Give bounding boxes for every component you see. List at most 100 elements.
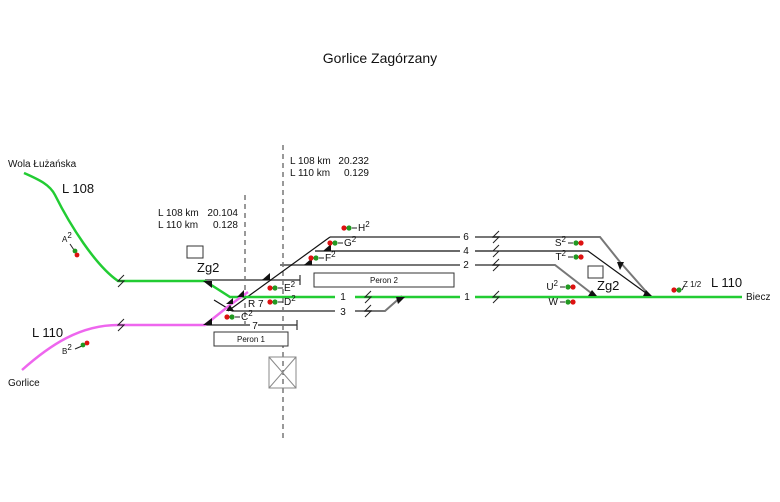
platform-1: Peron 1 xyxy=(213,331,289,347)
signal-label: T2 xyxy=(555,249,566,263)
platform-1-label: Peron 1 xyxy=(237,335,266,344)
track-number-4: 4 xyxy=(463,246,469,257)
signal-lamp-icon xyxy=(578,240,584,246)
signal-lamp-icon xyxy=(570,299,576,305)
track-number-1b: 1 xyxy=(464,292,470,303)
signal-lamp-icon xyxy=(267,299,273,305)
km-label: L 108 km xyxy=(158,208,199,219)
track-number-2: 2 xyxy=(463,260,469,271)
signal-lamp-icon xyxy=(573,240,579,246)
km-value: 20.104 xyxy=(207,208,238,219)
signal-u[interactable]: U2 xyxy=(546,279,576,293)
signal-h[interactable]: H2 xyxy=(341,220,370,234)
signal-box-icon xyxy=(587,265,604,279)
signal-lamp-icon xyxy=(671,287,677,293)
joint-icon xyxy=(116,274,126,288)
signal-lamp-icon xyxy=(313,255,319,261)
line-108-track[interactable] xyxy=(23,171,742,299)
signal-lamp-icon xyxy=(578,254,584,260)
post-zg2-right: Zg2 xyxy=(597,278,619,293)
line-label-l110-right: L 110 xyxy=(711,275,742,290)
signal-z[interactable]: Z 1/2 xyxy=(671,280,702,293)
signal-lamp-icon xyxy=(72,248,78,254)
km-label: L 110 km xyxy=(290,168,330,179)
line-label-l108: L 108 xyxy=(62,181,94,196)
signal-lamp-icon xyxy=(565,299,571,305)
signal-label: A2 xyxy=(62,231,72,244)
endpoint-biecz: Biecz xyxy=(746,292,770,303)
signal-e[interactable]: E2 xyxy=(267,280,296,294)
isolation-joints xyxy=(116,230,501,332)
signal-label: D2 xyxy=(284,294,296,308)
signal-w[interactable]: W xyxy=(549,297,576,308)
platform-2-label: Peron 2 xyxy=(370,276,399,285)
signal-lamp-icon xyxy=(80,342,86,348)
track-numbers: 6 4 2 1 1 3 7 xyxy=(252,232,470,332)
signal-lamp-icon xyxy=(327,240,333,246)
signal-lamp-icon xyxy=(332,240,338,246)
km-value: 0.129 xyxy=(344,168,369,179)
signal-lamp-icon xyxy=(565,284,571,290)
signal-label: E2 xyxy=(284,280,296,294)
line-110-track[interactable] xyxy=(21,290,249,371)
track-number-7: 7 xyxy=(252,321,258,332)
post-zg2-left: Zg2 xyxy=(197,260,219,275)
track-number-6: 6 xyxy=(463,232,469,243)
signal-lamp-icon xyxy=(570,284,576,290)
km-marker-1: L 108 km 20.104 L 110 km 0.128 xyxy=(158,208,238,231)
signal-lamp-icon xyxy=(229,314,235,320)
km-label: L 110 km xyxy=(158,220,198,231)
signal-s[interactable]: S2 xyxy=(555,235,584,249)
track-4[interactable] xyxy=(315,250,651,297)
signal-t[interactable]: T2 xyxy=(555,249,584,263)
level-crossing-icon xyxy=(268,356,297,389)
switch-markers xyxy=(203,244,652,325)
signal-label: G2 xyxy=(344,235,357,249)
joint-icon xyxy=(116,318,126,332)
signal-label: F2 xyxy=(325,250,336,264)
signal-box-icon xyxy=(186,245,204,259)
station-title: Gorlice Zagórzany xyxy=(323,50,437,66)
signal-lamp-icon xyxy=(267,285,273,291)
joint-icon xyxy=(491,244,501,258)
signal-lamp-icon xyxy=(341,225,347,231)
signal-label: B2 xyxy=(62,343,72,356)
black-tracks xyxy=(213,236,651,312)
km-marker-2: L 108 km 20.232 L 110 km 0.129 xyxy=(290,156,369,179)
signal-f[interactable]: F2 xyxy=(308,250,336,264)
buffer-stops xyxy=(296,275,301,330)
signal-lamp-icon xyxy=(573,254,579,260)
track-6[interactable] xyxy=(330,236,651,297)
signal-lamp-icon xyxy=(74,252,80,258)
post-r7: R 7 xyxy=(248,299,264,310)
signal-lamp-icon xyxy=(676,287,682,293)
track-number-3: 3 xyxy=(340,307,346,318)
signal-label: Z 1/2 xyxy=(683,280,702,289)
signal-label: S2 xyxy=(555,235,567,249)
signal-lamp-icon xyxy=(272,285,278,291)
track-number-1a: 1 xyxy=(340,292,346,303)
km-value: 20.232 xyxy=(338,156,369,167)
signal-b[interactable]: B2 xyxy=(62,340,90,356)
km-value: 0.128 xyxy=(213,220,238,231)
signal-lamp-icon xyxy=(272,299,278,305)
km-label: L 108 km xyxy=(290,156,331,167)
joint-icon xyxy=(363,290,373,304)
signal-lamp-icon xyxy=(308,255,314,261)
signal-label: H2 xyxy=(358,220,370,234)
endpoint-wola: Wola Łużańska xyxy=(8,159,77,170)
joint-icon xyxy=(491,230,501,244)
signal-lamp-icon xyxy=(346,225,352,231)
signal-label: U2 xyxy=(546,279,558,293)
endpoint-gorlice: Gorlice xyxy=(8,378,40,389)
crossover-diag xyxy=(227,236,331,312)
signal-a[interactable]: A2 xyxy=(62,231,80,258)
signal-lamp-icon xyxy=(84,340,90,346)
signal-lamp-icon xyxy=(224,314,230,320)
line-label-l110-left: L 110 xyxy=(32,325,63,340)
joint-icon xyxy=(491,290,501,304)
joint-icon xyxy=(491,258,501,272)
signal-label: W xyxy=(549,297,559,308)
